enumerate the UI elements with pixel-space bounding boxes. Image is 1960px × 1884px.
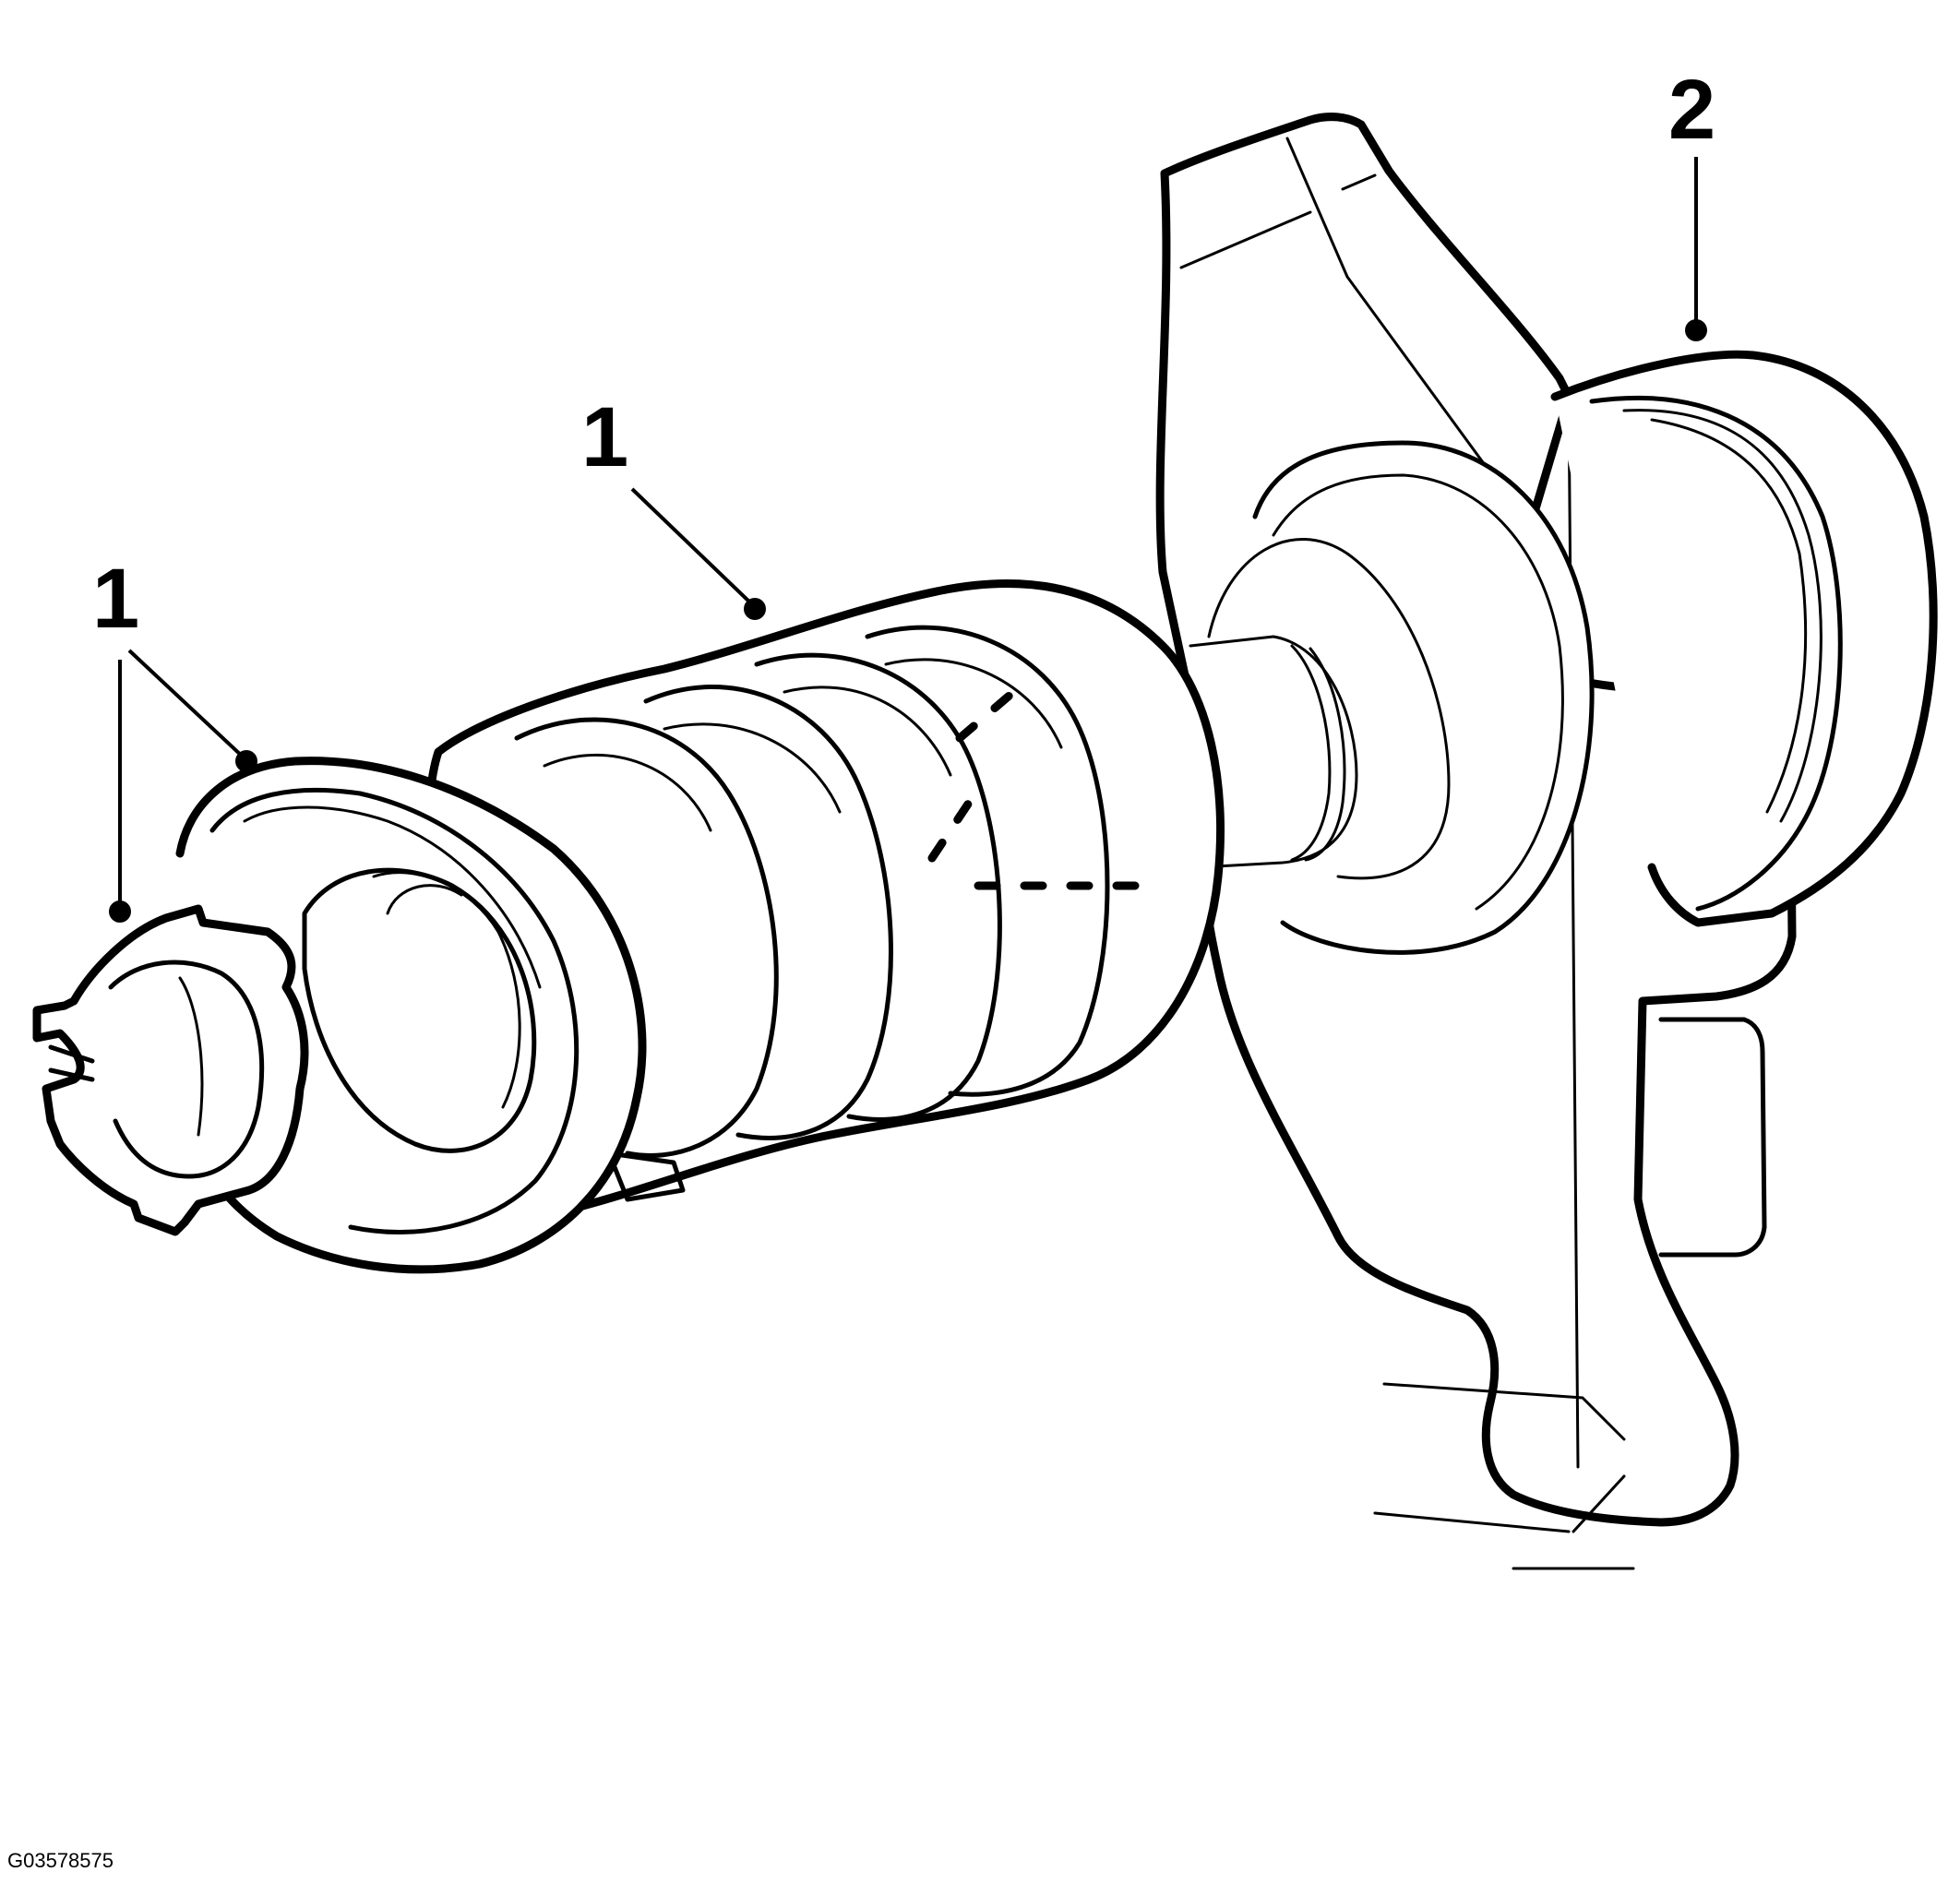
clip-tooth [178, 976, 204, 1137]
fork-bevel-lower [1373, 1382, 1635, 1570]
callout-2-fork: 2 [1668, 63, 1715, 157]
leader-dot-fork [1685, 319, 1707, 341]
callout-1-clip: 1 [92, 552, 139, 646]
sleeve-bore-inner [372, 871, 521, 1109]
clip-outer [32, 904, 309, 1236]
callout-1-spring: 1 [581, 390, 628, 484]
sleeve-outline [175, 757, 647, 1274]
boss-ring-1 [1589, 395, 1843, 912]
spring-coil-4 [865, 625, 1110, 1097]
leader-spring [630, 487, 754, 606]
spring-inner-1 [543, 753, 712, 832]
figure-id: G03578575 [7, 1849, 114, 1872]
leader-sleeve [127, 649, 246, 760]
bushing-sleeve [175, 757, 647, 1274]
clip-inner [108, 960, 265, 1179]
spring-coil-1 [514, 717, 779, 1158]
boss-ring-3 [1650, 418, 1808, 814]
boss-cylinder [1550, 350, 1938, 927]
leader-dot-spring [744, 598, 766, 620]
shaft-hub [1189, 440, 1595, 955]
leader-lines [109, 157, 1707, 923]
spring-coil-2 [643, 685, 893, 1140]
snap-ring-clip [32, 904, 309, 1236]
leader-dot-clip [109, 900, 131, 923]
shaft-groove-2 [1304, 647, 1346, 862]
hub-ring-inner [1272, 473, 1564, 911]
sleeve-bore-edge [386, 884, 463, 915]
sleeve-rim-2 [243, 805, 542, 989]
fork-tab [1658, 1017, 1767, 1258]
spring-inner-4 [884, 658, 1063, 749]
sleeve-rim-1 [209, 787, 580, 1235]
boss-outline [1550, 350, 1938, 927]
hub-face [1207, 538, 1451, 880]
spring-tail [606, 1151, 686, 1202]
hub-ring-outer [1252, 440, 1595, 955]
clip-gap [48, 1044, 95, 1082]
spring-inner-3 [783, 686, 952, 777]
spring-inner-2 [663, 722, 842, 814]
leader-dot-sleeve [235, 750, 257, 772]
fork-bevel-top [1179, 137, 1524, 519]
sleeve-bore-outer [302, 867, 537, 1153]
shaft-body [1189, 635, 1358, 869]
spring-hidden-marks [927, 678, 1140, 890]
spring-coil-3 [754, 652, 1002, 1122]
boss-ring-2 [1622, 409, 1823, 823]
shaft-groove-1 [1290, 644, 1332, 862]
